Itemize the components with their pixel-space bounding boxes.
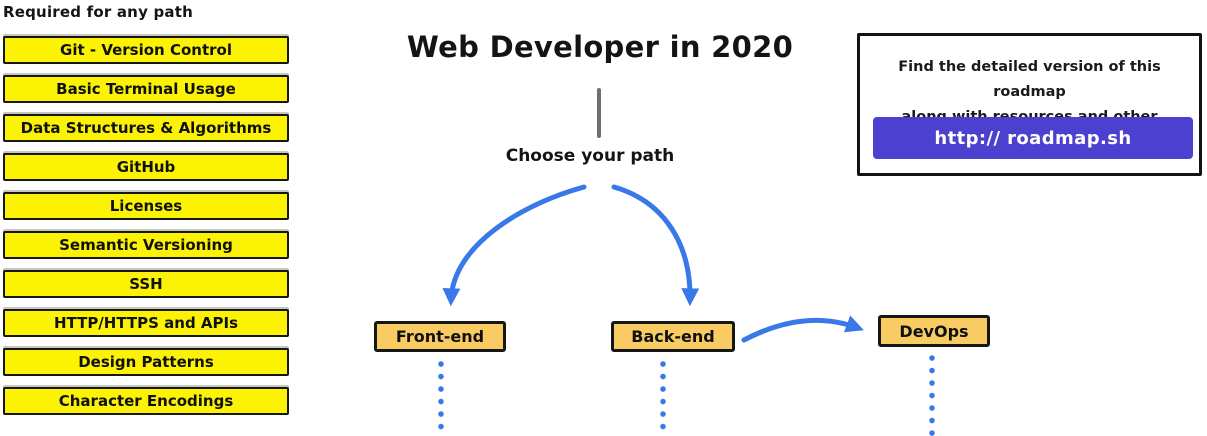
roadmap-url-button[interactable]: http:// roadmap.sh [873,117,1193,159]
topic-character-encodings[interactable]: Character Encodings [3,387,289,415]
path-box-backend[interactable]: Back-end [611,321,735,352]
page-title: Web Developer in 2020 [406,30,794,64]
topic-git-version-control[interactable]: Git - Version Control [3,36,289,64]
topic-semantic-versioning[interactable]: Semantic Versioning [3,231,289,259]
path-box-frontend[interactable]: Front-end [374,321,506,352]
required-topic-list: Git - Version Control Basic Terminal Usa… [3,36,289,415]
backend-to-devops-arrow [741,315,864,343]
topic-basic-terminal-usage[interactable]: Basic Terminal Usage [3,75,289,103]
topic-design-patterns[interactable]: Design Patterns [3,348,289,376]
topic-http-https-apis[interactable]: HTTP/HTTPS and APIs [3,309,289,337]
topic-ssh[interactable]: SSH [3,270,289,298]
required-path-heading: Required for any path [3,3,193,21]
title-stem-line [597,88,601,138]
choose-to-backend-arrow [611,184,700,307]
info-box: Find the detailed version of this roadma… [857,33,1202,176]
path-box-devops[interactable]: DevOps [878,315,990,347]
info-line-1: Find the detailed version of this roadma… [898,59,1161,100]
topic-data-structures-algorithms[interactable]: Data Structures & Algorithms [3,114,289,142]
topic-licenses[interactable]: Licenses [3,192,289,220]
choose-to-frontend-arrow [442,184,587,307]
choose-your-path-label: Choose your path [505,146,675,166]
topic-github[interactable]: GitHub [3,153,289,181]
